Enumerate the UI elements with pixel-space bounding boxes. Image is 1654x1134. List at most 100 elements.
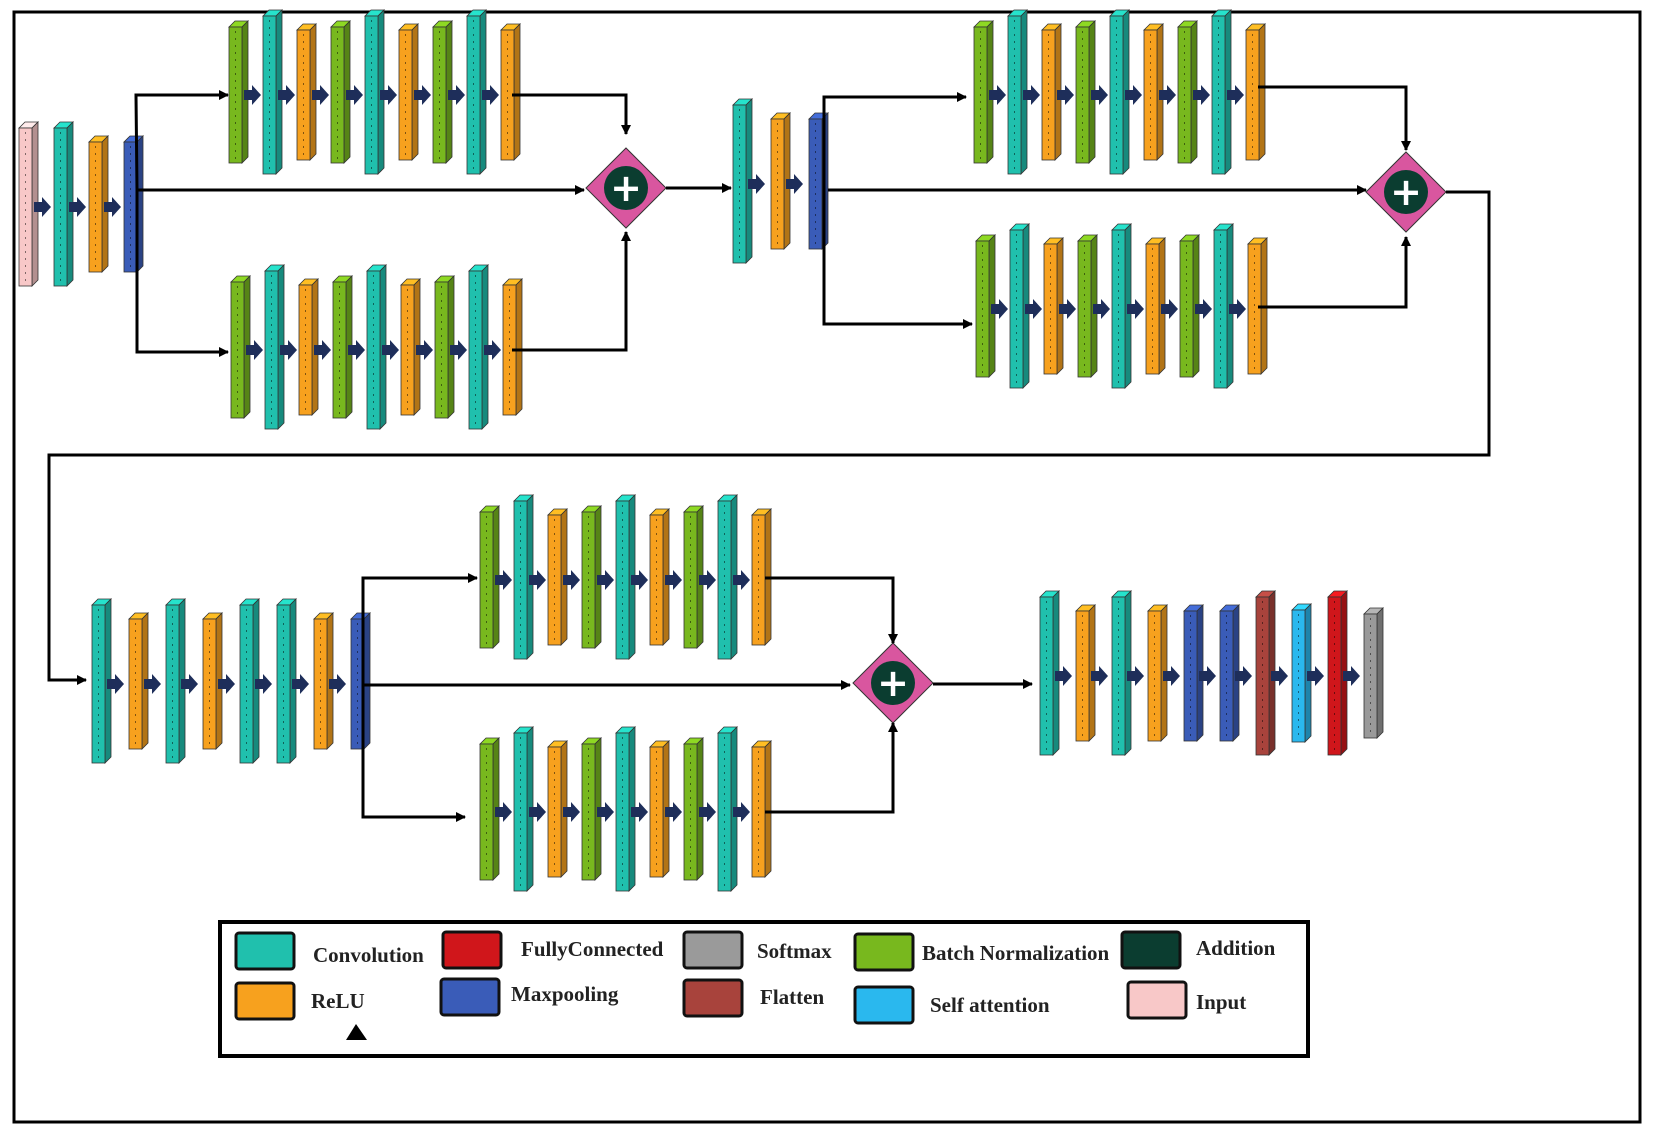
relu-layer-block bbox=[649, 740, 670, 878]
relu-layer-block bbox=[1245, 23, 1266, 161]
flow-arrow-icon bbox=[563, 802, 580, 822]
bn-layer-block bbox=[330, 20, 351, 164]
relu-layer-block bbox=[502, 278, 523, 416]
flow-arrow-icon bbox=[380, 85, 397, 105]
conv-layer-block bbox=[264, 264, 285, 430]
flow-arrow-icon bbox=[1343, 666, 1360, 686]
flow-arrow-icon bbox=[1161, 299, 1178, 319]
maxpool-layer-block bbox=[1183, 604, 1204, 742]
flow-arrow-icon bbox=[104, 197, 121, 217]
legend-swatch-maxpool bbox=[439, 977, 501, 1017]
flow-arrow-icon bbox=[382, 340, 399, 360]
flow-arrow-icon bbox=[563, 570, 580, 590]
conv-layer-block bbox=[513, 494, 534, 660]
connection-line bbox=[47, 190, 1491, 685]
flow-arrow-icon bbox=[1199, 666, 1216, 686]
flow-arrow-icon bbox=[1055, 666, 1072, 686]
relu-layer-block bbox=[128, 612, 149, 750]
legend-label-conv: Convolution bbox=[313, 943, 424, 967]
plus-icon: + bbox=[610, 166, 642, 210]
flow-arrow-icon bbox=[733, 802, 750, 822]
plus-icon: + bbox=[877, 661, 909, 705]
flow-arrow-icon bbox=[1307, 666, 1324, 686]
legend-swatch-fc bbox=[441, 930, 503, 970]
outer-frame bbox=[12, 10, 1642, 1124]
legend-label-input: Input bbox=[1196, 990, 1246, 1014]
addition-node: + bbox=[852, 642, 934, 724]
conv-layer-block bbox=[615, 494, 636, 660]
flow-arrow-icon bbox=[280, 340, 297, 360]
flow-arrow-icon bbox=[1025, 299, 1042, 319]
cursor-arrow-icon bbox=[346, 1024, 367, 1040]
flow-arrow-icon bbox=[1127, 666, 1144, 686]
legend-label-fc: FullyConnected bbox=[521, 937, 664, 961]
flow-arrow-icon bbox=[699, 570, 716, 590]
flow-arrow-icon bbox=[292, 674, 309, 694]
connection-line bbox=[1258, 85, 1411, 151]
legend-label-maxpool: Maxpooling bbox=[511, 982, 619, 1006]
flow-arrow-icon bbox=[748, 174, 765, 194]
connection-line bbox=[822, 92, 967, 190]
flow-arrow-icon bbox=[989, 85, 1006, 105]
legend-swatch-bn bbox=[853, 932, 915, 972]
relu-layer-block bbox=[751, 740, 772, 878]
conv-layer-block bbox=[276, 598, 297, 764]
flow-arrow-icon bbox=[1023, 85, 1040, 105]
flow-arrow-icon bbox=[631, 802, 648, 822]
flow-arrow-icon bbox=[1235, 666, 1252, 686]
flow-arrow-icon bbox=[786, 174, 803, 194]
flow-arrow-icon bbox=[107, 674, 124, 694]
flow-arrow-icon bbox=[495, 570, 512, 590]
flow-arrow-icon bbox=[144, 674, 161, 694]
flow-arrow-icon bbox=[314, 340, 331, 360]
flow-arrow-icon bbox=[218, 674, 235, 694]
relu-layer-block bbox=[1143, 23, 1164, 161]
legend-label-bn: Batch Normalization bbox=[922, 941, 1110, 965]
connection-line bbox=[512, 93, 631, 135]
legend-swatch-relu bbox=[234, 981, 296, 1021]
legend-swatch-flatten bbox=[682, 978, 744, 1018]
flow-arrow-icon bbox=[348, 340, 365, 360]
conv-layer-block bbox=[1211, 9, 1232, 175]
softmax-layer-block bbox=[1363, 607, 1384, 739]
flow-arrow-icon bbox=[1091, 666, 1108, 686]
connection-line bbox=[1258, 236, 1411, 309]
flow-arrow-icon bbox=[246, 340, 263, 360]
flow-arrow-icon bbox=[181, 674, 198, 694]
connection-line bbox=[135, 190, 229, 357]
plus-icon: + bbox=[1390, 170, 1422, 214]
flow-arrow-icon bbox=[1059, 299, 1076, 319]
flow-arrow-icon bbox=[1125, 85, 1142, 105]
flow-arrow-icon bbox=[597, 802, 614, 822]
flow-arrow-icon bbox=[414, 85, 431, 105]
connection-line bbox=[765, 722, 898, 814]
flow-arrow-icon bbox=[255, 674, 272, 694]
bn-layer-block bbox=[975, 234, 996, 378]
flow-arrow-icon bbox=[1093, 299, 1110, 319]
flow-arrow-icon bbox=[733, 570, 750, 590]
flow-arrow-icon bbox=[1163, 666, 1180, 686]
flow-arrow-icon bbox=[244, 85, 261, 105]
flow-arrow-icon bbox=[346, 85, 363, 105]
connection-line bbox=[765, 576, 898, 644]
legend-label-addition_circle: Addition bbox=[1196, 936, 1276, 960]
flow-arrow-icon bbox=[597, 570, 614, 590]
connection-line bbox=[512, 231, 631, 352]
flow-arrow-icon bbox=[699, 802, 716, 822]
flow-arrow-icon bbox=[529, 570, 546, 590]
flow-arrow-icon bbox=[484, 340, 501, 360]
addition-node: + bbox=[585, 147, 667, 229]
flow-arrow-icon bbox=[1229, 299, 1246, 319]
legend-swatch-conv bbox=[234, 931, 296, 971]
flow-arrow-icon bbox=[278, 85, 295, 105]
connection-line bbox=[134, 90, 229, 191]
flow-arrow-icon bbox=[991, 299, 1008, 319]
relu-layer-block bbox=[649, 508, 670, 646]
flow-arrow-icon bbox=[1193, 85, 1210, 105]
flow-arrow-icon bbox=[416, 340, 433, 360]
flow-arrow-icon bbox=[1127, 299, 1144, 319]
flow-arrow-icon bbox=[631, 570, 648, 590]
relu-layer-block bbox=[770, 112, 791, 250]
legend-swatch-softmax bbox=[682, 930, 744, 970]
